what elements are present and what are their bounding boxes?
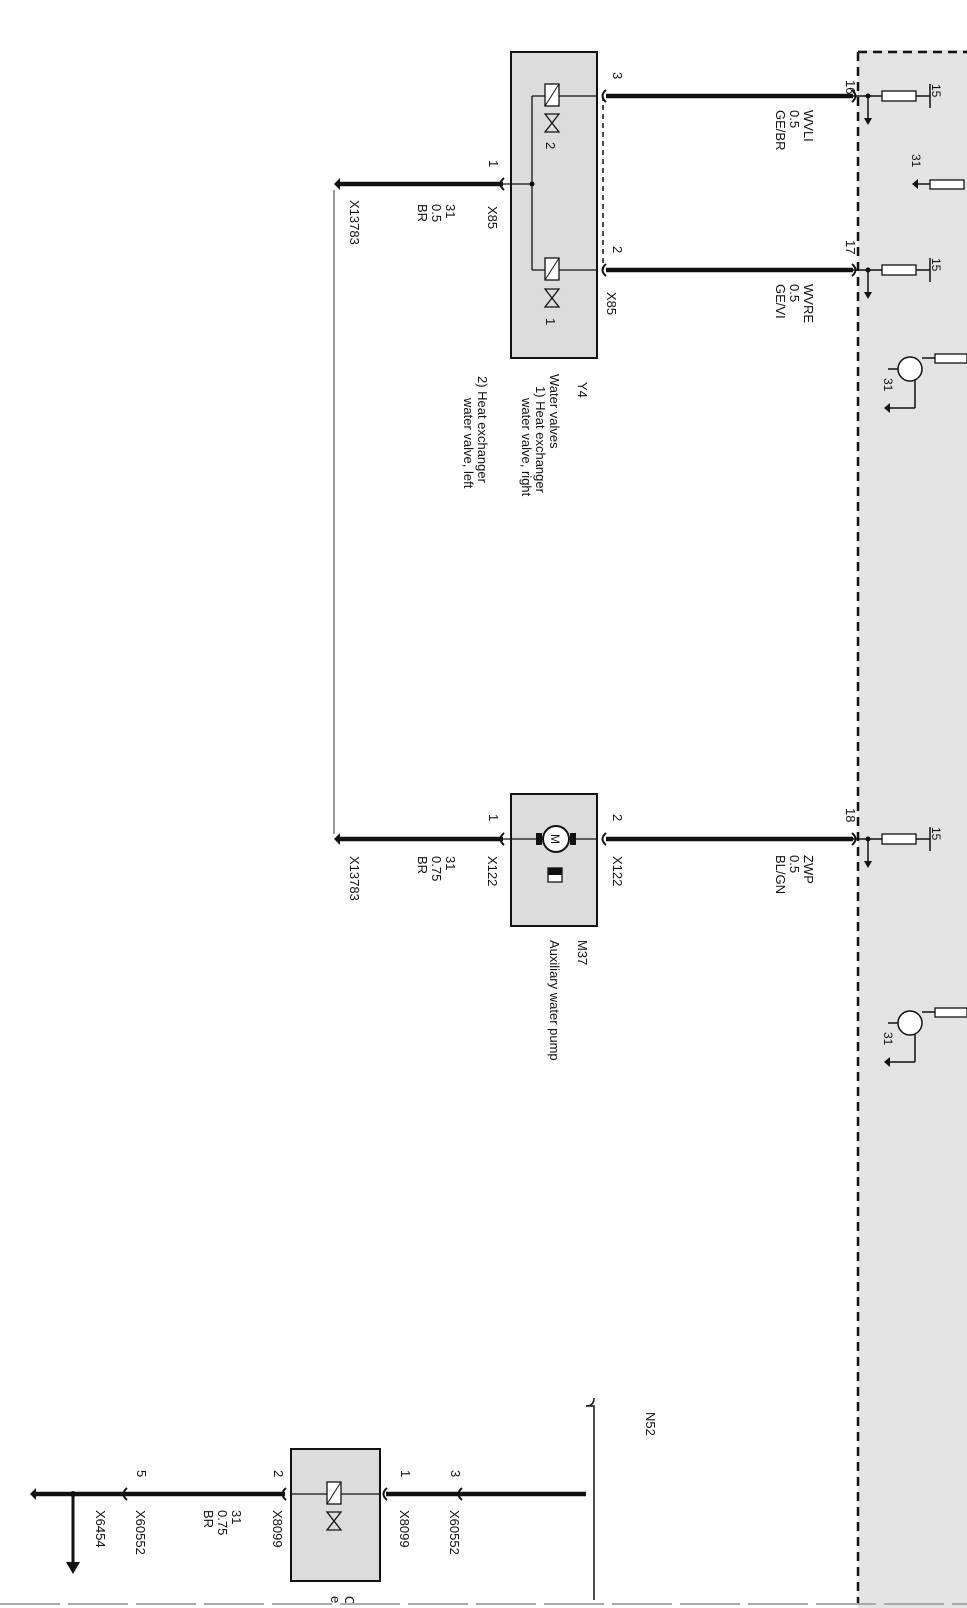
y4-title: Water valves xyxy=(547,374,562,449)
wire-wvre-color: GE/VI xyxy=(773,284,788,319)
connector-mark xyxy=(122,1487,128,1501)
wire-g2-size: 0.75 xyxy=(429,856,444,881)
wire-g1-color: BR xyxy=(415,204,430,222)
aux-pump-box xyxy=(510,793,598,927)
engine-connector-b-bottom: X8099 xyxy=(270,1510,285,1548)
engine-connector-a-bottom: X60552 xyxy=(133,1510,148,1555)
ground-point-b: X13783 xyxy=(347,856,362,901)
y4-connector-bottom: X85 xyxy=(604,292,619,315)
transistor-1 xyxy=(884,353,967,413)
engine-connector-a: X60552 xyxy=(447,1510,462,1555)
wire-g3-size: 0.75 xyxy=(215,1510,230,1535)
motor-symbol xyxy=(503,825,597,883)
engine-pin-2: 2 xyxy=(271,1470,286,1477)
m37-connector-ground: X122 xyxy=(485,856,500,886)
cut-text-2: e xyxy=(328,1596,343,1603)
m37-title: Auxiliary water pump xyxy=(547,940,562,1061)
engine-connector-c: X6454 xyxy=(93,1510,108,1548)
connector-mark xyxy=(281,1487,287,1501)
wire-g1-size: 0.5 xyxy=(429,204,444,222)
y4-junction xyxy=(529,181,535,187)
connector-mark xyxy=(382,1487,388,1501)
connector-mark xyxy=(499,832,505,846)
wire-wvre-size: 0.5 xyxy=(787,284,802,302)
wire-zwp-name: ZWP xyxy=(801,855,816,884)
y4-id: Y4 xyxy=(575,382,590,398)
ground-31-a xyxy=(912,179,965,190)
terminal-15-c: 15 xyxy=(929,827,943,841)
transistor-2 xyxy=(884,1007,967,1067)
ground-terminal xyxy=(334,833,340,845)
terminal-15-b: 15 xyxy=(929,258,943,272)
connector-mark xyxy=(457,1487,463,1501)
wire-wvre-name: WVRE xyxy=(801,284,816,323)
ground-31-c-label: 31 xyxy=(881,1032,895,1046)
driver-17 xyxy=(853,258,931,299)
terminal-15-a: 15 xyxy=(929,84,943,98)
wire-g2-name: 31 xyxy=(443,856,458,870)
y4-desc-4: water valve, left xyxy=(461,397,476,489)
wire-wvli-size: 0.5 xyxy=(787,110,802,128)
cu-pin-17: 17 xyxy=(843,240,858,254)
engine-bracket xyxy=(585,1397,595,1600)
driver-18 xyxy=(853,827,931,868)
control-unit-module xyxy=(858,50,967,1608)
wire-wvli-color: GE/BR xyxy=(773,110,788,150)
valve-1-symbol xyxy=(532,257,597,308)
y4-desc-1: 1) Heat exchanger xyxy=(533,386,548,494)
wire-g3-name: 31 xyxy=(229,1510,244,1524)
ground-terminal xyxy=(334,178,340,190)
m37-connector-top: X122 xyxy=(610,856,625,886)
y4-desc-3: 2) Heat exchanger xyxy=(475,376,490,484)
y4-pin-2: 2 xyxy=(610,246,625,253)
y4-connector-ground: X85 xyxy=(485,206,500,229)
m37-pin-2: 2 xyxy=(610,814,625,821)
wire-g3-color: BR xyxy=(201,1510,216,1528)
valve-1-number: 1 xyxy=(543,318,558,325)
ground-terminal xyxy=(30,1488,36,1500)
engine-ground-arrow xyxy=(66,1562,80,1574)
wire-wvli-name: WVLI xyxy=(801,110,816,142)
ground-31-b-label: 31 xyxy=(881,378,895,392)
connector-mark xyxy=(601,832,607,846)
m37-pin-1: 1 xyxy=(486,814,501,821)
y4-pin-3: 3 xyxy=(610,72,625,79)
engine-valve-box xyxy=(290,1448,381,1582)
wire-zwp-size: 0.5 xyxy=(787,855,802,873)
wire-zwp-color: BL/GN xyxy=(773,855,788,894)
m37-id: M37 xyxy=(575,940,590,965)
engine-pin-3: 3 xyxy=(448,1470,463,1477)
cu-pin-18: 18 xyxy=(843,808,858,822)
engine-label: N52 xyxy=(643,1412,658,1436)
engine-valve-symbol xyxy=(291,1481,380,1531)
motor-letter: M xyxy=(548,834,562,844)
driver-16 xyxy=(853,84,931,125)
cu-pin-16: 16 xyxy=(843,80,858,94)
engine-pin-1: 1 xyxy=(398,1470,413,1477)
y4-desc-2: water valve, right xyxy=(519,397,534,497)
engine-pin-5: 5 xyxy=(134,1470,149,1477)
y4-pin-1: 1 xyxy=(486,160,501,167)
wire-g2-color: BR xyxy=(415,856,430,874)
valve-2-number: 2 xyxy=(543,142,558,149)
cut-text: C xyxy=(342,1596,357,1605)
wire-g1-name: 31 xyxy=(443,204,458,218)
ground-31-a-label: 31 xyxy=(909,154,923,168)
engine-connector-b-top: X8099 xyxy=(397,1510,412,1548)
ground-point-a: X13783 xyxy=(347,200,362,245)
connector-mark xyxy=(499,177,505,191)
